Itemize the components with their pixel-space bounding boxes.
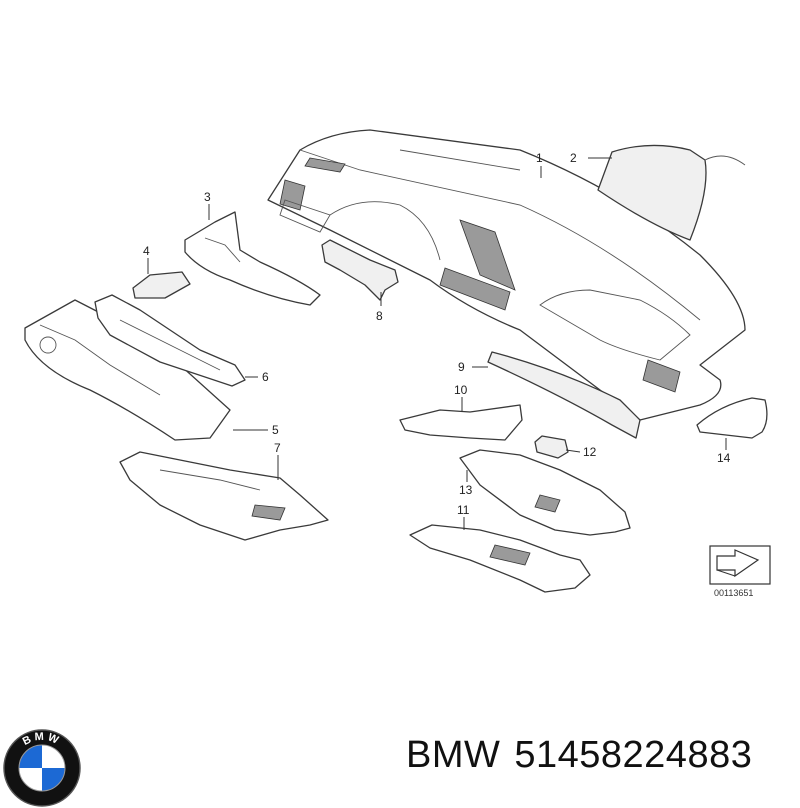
callout-11: 11 (457, 503, 470, 517)
part-7-bracket (119, 451, 329, 541)
callout-9: 9 (458, 360, 465, 374)
part-8-duct (321, 239, 399, 301)
callout-14: 14 (717, 451, 731, 465)
part-14-end-cap (696, 397, 768, 439)
part-4-clip (132, 271, 191, 299)
callout-5: 5 (272, 423, 279, 437)
diagram-reference-number: 00113651 (714, 588, 753, 598)
svg-text:BMW: BMW (21, 731, 63, 748)
airbag-cover-part (597, 144, 746, 241)
arrow-icon (716, 549, 760, 578)
part-13-floor-panel (459, 449, 631, 536)
part-caption: BMW 51458224883 (406, 734, 766, 777)
callout-8: 8 (376, 309, 383, 323)
callout-4: 4 (143, 244, 150, 258)
part-12-switch (534, 435, 569, 459)
callout-3: 3 (204, 190, 211, 204)
part-9-strip (487, 351, 641, 439)
callout-6: 6 (262, 370, 269, 384)
callout-12: 12 (583, 445, 597, 459)
brand-name: BMW (406, 734, 501, 776)
callout-13: 13 (459, 483, 473, 497)
part-3-trim (184, 211, 321, 306)
callout-1: 1 (536, 151, 543, 165)
diagram-reference-box: 00113651 (709, 545, 771, 598)
callout-7: 7 (274, 441, 281, 455)
leader-lines (147, 157, 727, 530)
callout-10: 10 (454, 383, 468, 397)
bmw-logo: BMW (3, 729, 81, 807)
callout-2: 2 (570, 151, 577, 165)
part-10-cover (399, 404, 523, 441)
part-number: 51458224883 (514, 734, 753, 776)
dashboard-part (267, 129, 746, 421)
